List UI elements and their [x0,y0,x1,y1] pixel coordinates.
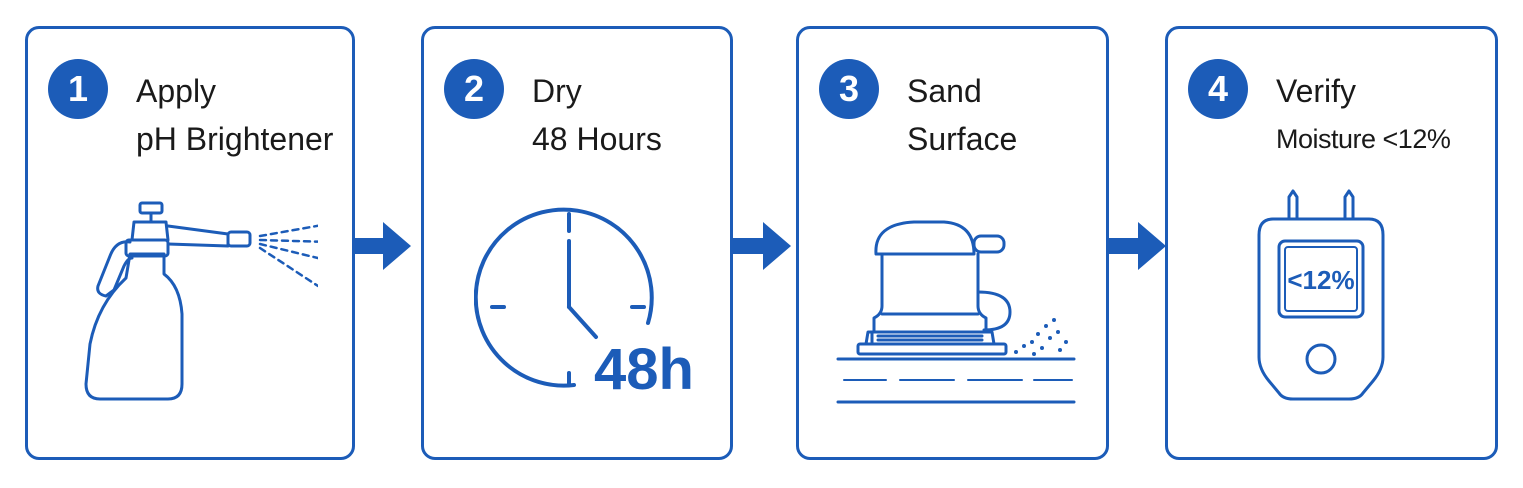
meter-reading: <12% [1287,265,1354,295]
orbital-sander-icon [836,220,1076,404]
step-title: Apply pH Brightener [136,67,333,163]
step-card-4: 4 Verify Moisture <12% <12% [1165,26,1498,460]
step-title-line2: Surface [907,121,1018,157]
step-title-line2: pH Brightener [136,121,334,157]
step-title-line1: Sand [907,73,982,109]
step-number-badge: 1 [48,59,108,119]
step-card-3: 3 Sand Surface [796,26,1109,460]
step-card-1: 1 Apply pH Brightener [25,26,355,460]
step-title: Sand Surface [907,67,1017,163]
step-title-line2: 48 Hours [532,121,662,157]
step-title-line1: Verify [1276,73,1357,109]
step-number-badge: 3 [819,59,879,119]
arrow-right-icon [1108,222,1166,270]
spray-bottle-icon [84,201,318,401]
step-number-badge: 4 [1188,59,1248,119]
clock-icon: 48h [474,207,694,402]
step-card-2: 2 Dry 48 Hours 48h [421,26,733,460]
step-title: Dry 48 Hours [532,67,662,163]
moisture-meter-icon: <12% [1257,189,1385,401]
step-number-badge: 2 [444,59,504,119]
step-title-line1: Dry [532,73,582,109]
step-title: Verify Moisture <12% [1276,67,1451,163]
clock-duration-label: 48h [594,337,694,402]
arrow-right-icon [353,222,411,270]
arrow-right-icon [733,222,791,270]
step-title-line2: Moisture <12% [1276,124,1451,154]
step-title-line1: Apply [136,73,217,109]
